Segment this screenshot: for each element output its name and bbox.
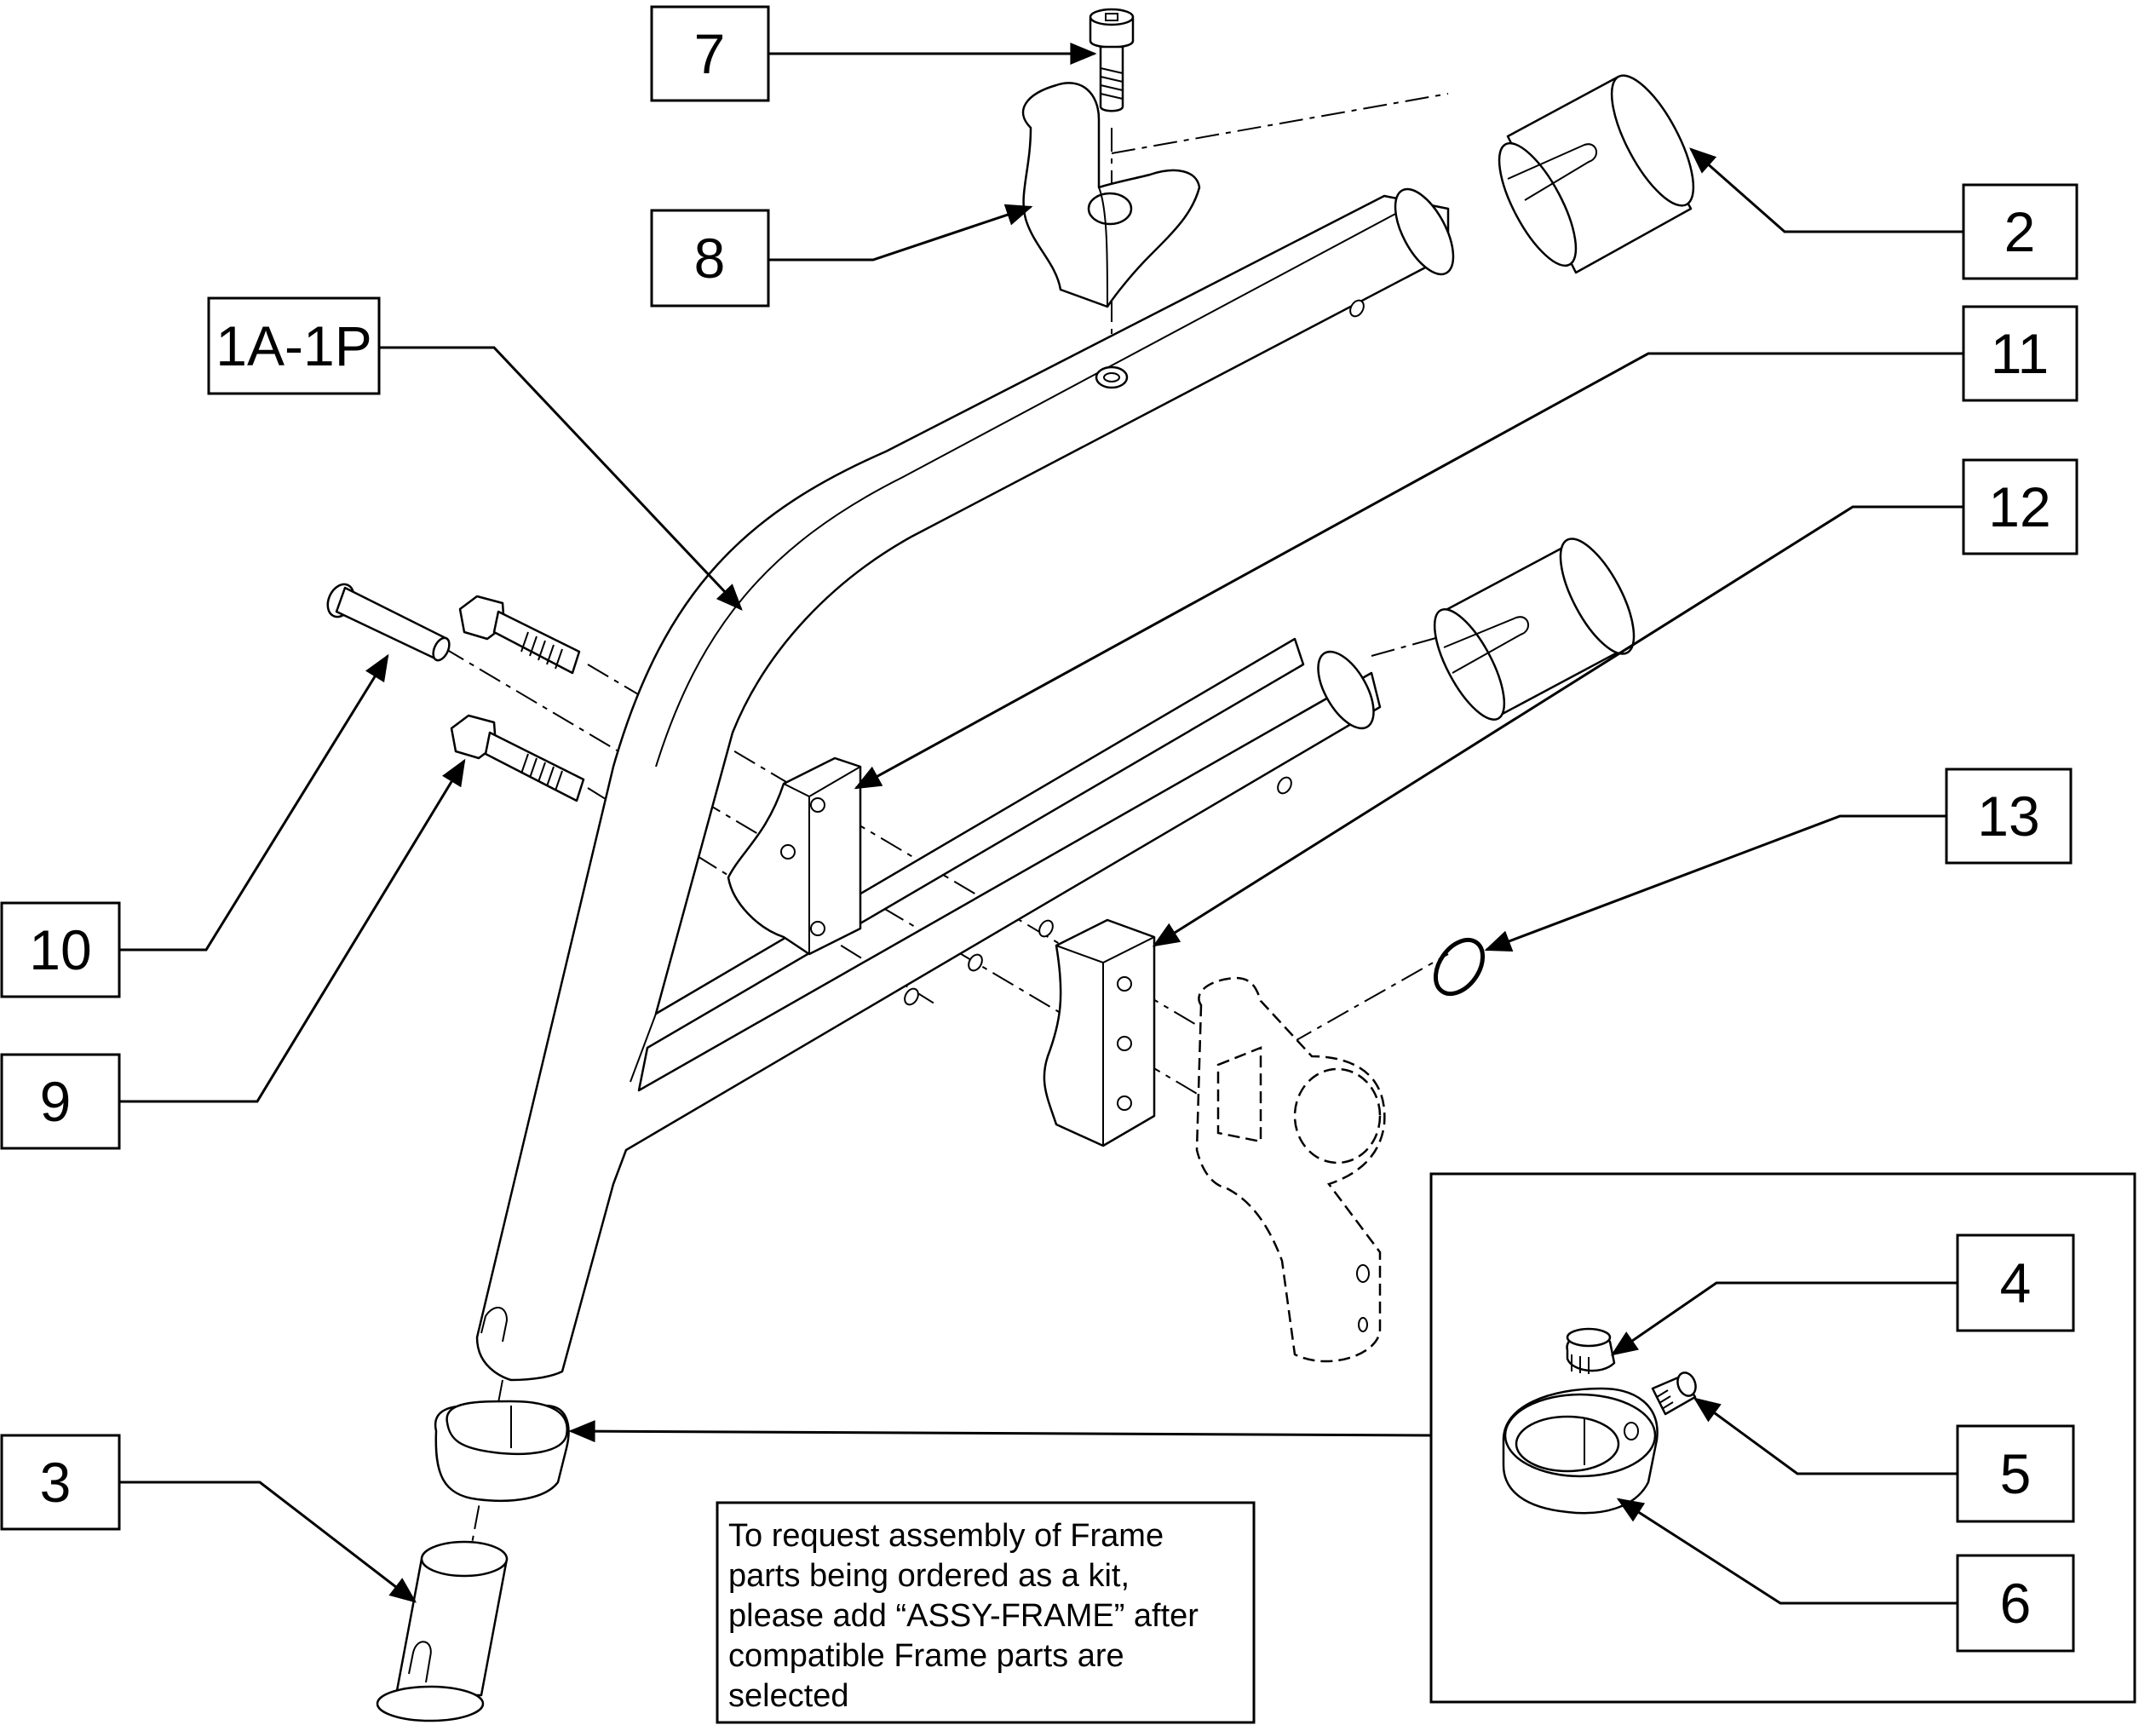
callout-8-label: 8 [694,227,726,290]
callout-8: 8 [650,209,770,308]
hex-bolt-part [450,714,585,802]
phantom-caster-housing [1195,976,1386,1363]
callout-10: 10 [0,901,121,998]
clamp-block-12 [1043,918,1156,1147]
assembly-note: To request assembly of Frame parts being… [716,1501,1256,1724]
callout-1a-1p: 1A-1P [207,296,381,395]
lower-bushing-part [1433,538,1636,721]
bushing-part [376,1540,509,1722]
callout-6-label: 6 [2000,1572,2032,1635]
callout-12: 12 [1962,458,2078,555]
upper-bushing-part [1498,74,1695,274]
callout-9: 9 [0,1053,121,1150]
clamp-block-11 [727,756,862,956]
callout-1a-1p-label: 1A-1P [216,314,371,377]
bearing-housing-part [434,1400,570,1503]
hex-bolt-upper [458,595,581,675]
callout-3: 3 [0,1434,121,1531]
o-ring-part [1433,937,1486,997]
callout-13-label: 13 [1977,785,2039,848]
leader-lines [119,43,1963,1605]
main-frame [475,187,1455,1382]
callout-11: 11 [1962,305,2078,402]
note-line-1: To request assembly of Frame [728,1518,1164,1554]
collar-part-6 [1502,1387,1659,1515]
callout-7: 7 [650,5,770,102]
cap-screw-part [1089,8,1135,112]
callout-11-label: 11 [1991,322,2050,385]
callout-5-label: 5 [2000,1442,2032,1505]
callout-4: 4 [1956,1233,2075,1332]
clevis-pin-part [326,583,451,662]
pin-part-4 [1566,1327,1616,1374]
callout-13: 13 [1945,768,2073,865]
note-line-4: compatible Frame parts are [728,1638,1124,1674]
callout-10-label: 10 [29,918,91,981]
callout-3-label: 3 [40,1451,72,1514]
note-line-5: selected [728,1678,849,1714]
callout-12-label: 12 [1988,475,2050,538]
callout-9-label: 9 [40,1070,72,1133]
detail-inset-frame [1429,1172,2136,1704]
callout-6: 6 [1956,1554,2075,1653]
callout-2-label: 2 [2004,200,2036,263]
callout-5: 5 [1956,1424,2075,1523]
callout-2: 2 [1962,183,2078,280]
note-line-2: parts being ordered as a kit, [728,1558,1130,1594]
callout-7-label: 7 [694,22,726,85]
note-line-3: please add “ASSY-FRAME” after [728,1598,1199,1634]
clamp-part [1021,82,1201,308]
set-screw-part-5 [1651,1371,1697,1416]
callout-4-label: 4 [2000,1251,2032,1314]
